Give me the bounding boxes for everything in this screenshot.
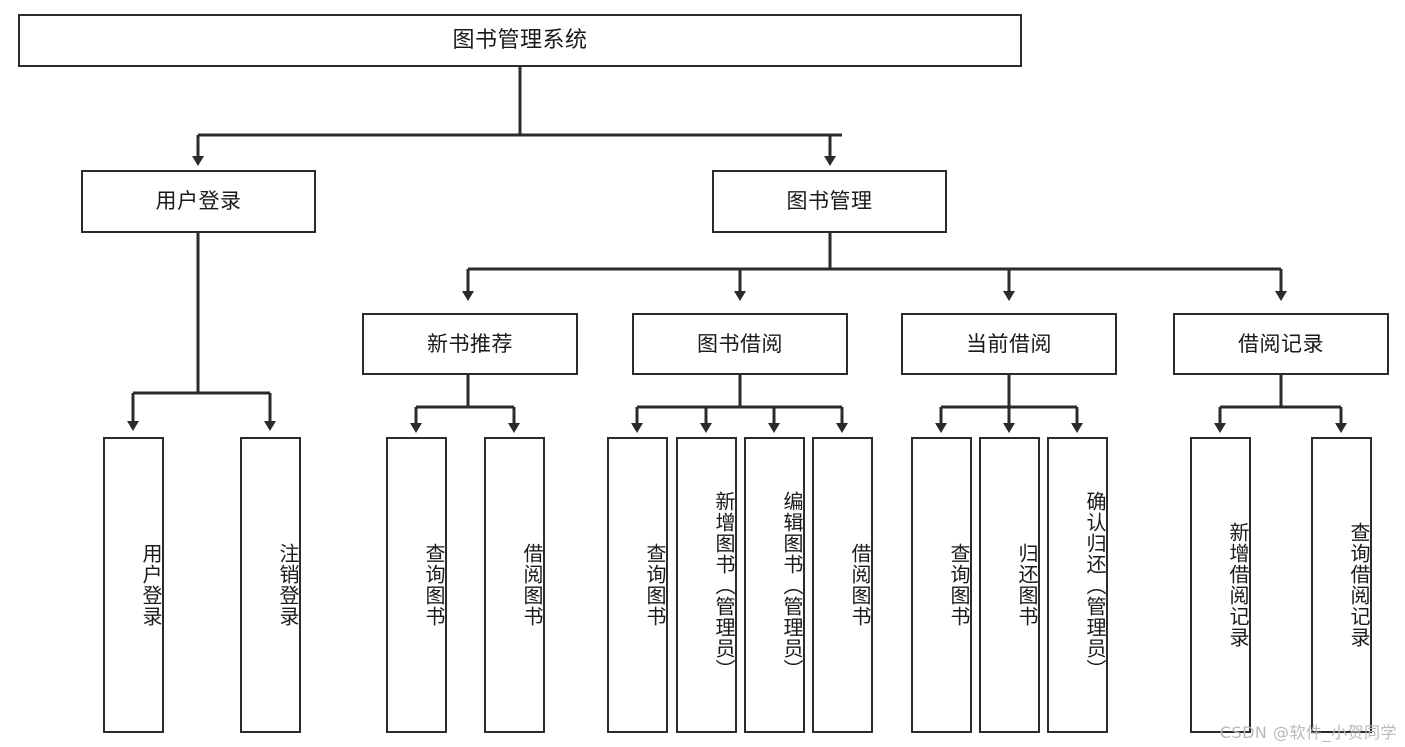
node-label: 图书管理系统 <box>452 27 588 53</box>
leaf-records-query-record[interactable]: 查询借阅记录 <box>1311 437 1372 733</box>
leaf-current-confirm-return-admin[interactable]: 确认归还（管理员） <box>1047 437 1108 733</box>
node-borrow-records[interactable]: 借阅记录 <box>1173 313 1389 375</box>
node-label: 借阅记录 <box>1238 331 1324 356</box>
node-label: 借阅图书 <box>848 543 872 627</box>
leaf-records-add-record[interactable]: 新增借阅记录 <box>1190 437 1251 733</box>
watermark: CSDN @软件_小贺同学 <box>1219 723 1397 742</box>
node-label: 确认归还（管理员） <box>1083 490 1107 680</box>
node-label: 查询图书 <box>947 543 971 627</box>
leaf-new-book-borrow[interactable]: 借阅图书 <box>484 437 545 733</box>
node-label: 借阅图书 <box>520 543 544 627</box>
leaf-current-return-book[interactable]: 归还图书 <box>979 437 1040 733</box>
node-label: 当前借阅 <box>966 331 1052 356</box>
node-current-borrow[interactable]: 当前借阅 <box>901 313 1117 375</box>
node-label: 新书推荐 <box>427 331 513 356</box>
node-label: 新增图书（管理员） <box>712 490 736 680</box>
node-label: 归还图书 <box>1015 543 1039 627</box>
leaf-borrow-query-book[interactable]: 查询图书 <box>607 437 668 733</box>
leaf-current-query-book[interactable]: 查询图书 <box>911 437 972 733</box>
leaf-borrow-edit-book-admin[interactable]: 编辑图书（管理员） <box>744 437 805 733</box>
leaf-user-login-logout[interactable]: 注销登录 <box>240 437 301 733</box>
leaf-borrow-add-book-admin[interactable]: 新增图书（管理员） <box>676 437 737 733</box>
node-label: 编辑图书（管理员） <box>780 490 804 680</box>
node-new-book-recommend[interactable]: 新书推荐 <box>362 313 578 375</box>
node-user-login[interactable]: 用户登录 <box>81 170 316 233</box>
node-label: 用户登录 <box>139 543 163 627</box>
node-label: 注销登录 <box>276 543 300 627</box>
node-label: 查询图书 <box>643 543 667 627</box>
node-book-management[interactable]: 图书管理 <box>712 170 947 233</box>
leaf-user-login-login[interactable]: 用户登录 <box>103 437 164 733</box>
node-label: 图书管理 <box>786 189 873 214</box>
leaf-new-book-query[interactable]: 查询图书 <box>386 437 447 733</box>
node-label: 查询图书 <box>422 543 446 627</box>
leaf-borrow-borrow-book[interactable]: 借阅图书 <box>812 437 873 733</box>
node-book-borrow[interactable]: 图书借阅 <box>632 313 848 375</box>
node-root[interactable]: 图书管理系统 <box>18 14 1022 67</box>
node-label: 新增借阅记录 <box>1226 522 1250 648</box>
node-label: 用户登录 <box>155 189 242 214</box>
node-label: 图书借阅 <box>697 331 783 356</box>
node-label: 查询借阅记录 <box>1347 522 1371 648</box>
